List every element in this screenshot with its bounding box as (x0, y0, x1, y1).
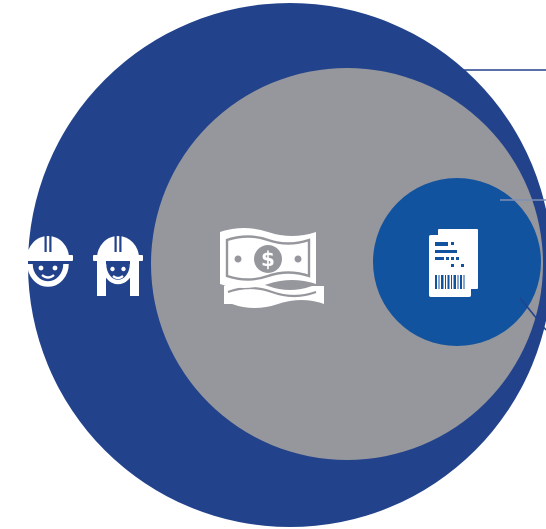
dollar-banknotes-icon: $ (220, 228, 324, 308)
svg-text:$: $ (261, 247, 275, 271)
worker-female-hardhat-icon (93, 236, 143, 296)
worker-male-hardhat-icon (23, 236, 73, 287)
leader-line-inner (519, 297, 546, 331)
middle-circle (151, 68, 543, 460)
documents-barcode-icon (429, 227, 480, 297)
leader-lines (455, 69, 546, 331)
